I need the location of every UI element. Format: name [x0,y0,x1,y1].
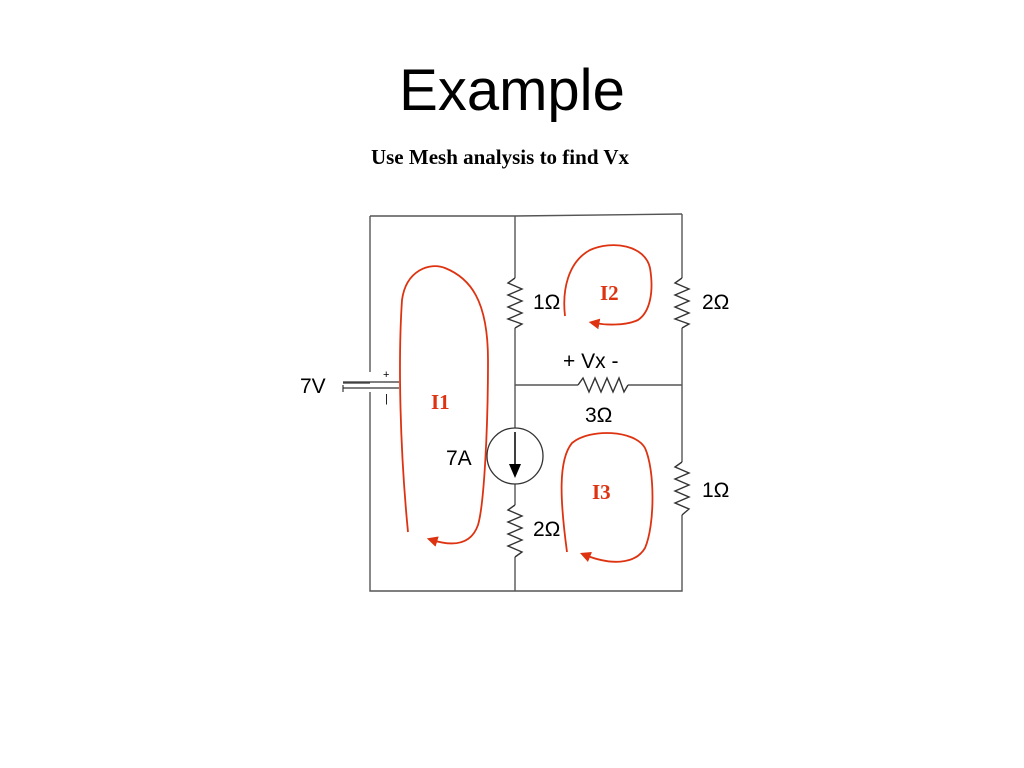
mesh-label-i2: I2 [600,281,619,305]
slide-title: Example [399,58,625,123]
voltage-source: 7V + | [300,369,399,405]
resistor-bottom-right-label: 1Ω [702,479,729,502]
voltage-source-plus: + [383,369,389,381]
mesh-label-i1: I1 [431,390,450,414]
resistor-horizontal-label: 3Ω [585,404,612,427]
resistor-bottom-middle-label: 2Ω [533,518,560,541]
mesh-loop-i2: I2 [563,244,653,330]
resistor-top-right: 2Ω [673,277,729,329]
resistor-top-right-label: 2Ω [702,291,729,314]
voltage-source-label: 7V [300,375,326,398]
current-source-label: 7A [446,447,472,470]
resistor-top-middle-label: 1Ω [533,291,560,314]
voltage-source-minus: | [385,393,388,405]
resistor-bottom-middle: 2Ω [506,504,560,558]
current-source: 7A [446,427,544,485]
slide-subtitle: Use Mesh analysis to find Vx [370,145,630,169]
vx-label: + Vx - [563,350,618,373]
circuit-wires [342,213,683,592]
resistor-top-middle: 1Ω [506,277,560,329]
resistor-bottom-right: 1Ω [673,461,729,516]
resistor-horizontal: + Vx - 3Ω [563,350,629,427]
mesh-loop-i1: I1 [399,265,489,547]
mesh-label-i3: I3 [592,480,611,504]
mesh-loop-i3: I3 [560,432,654,563]
